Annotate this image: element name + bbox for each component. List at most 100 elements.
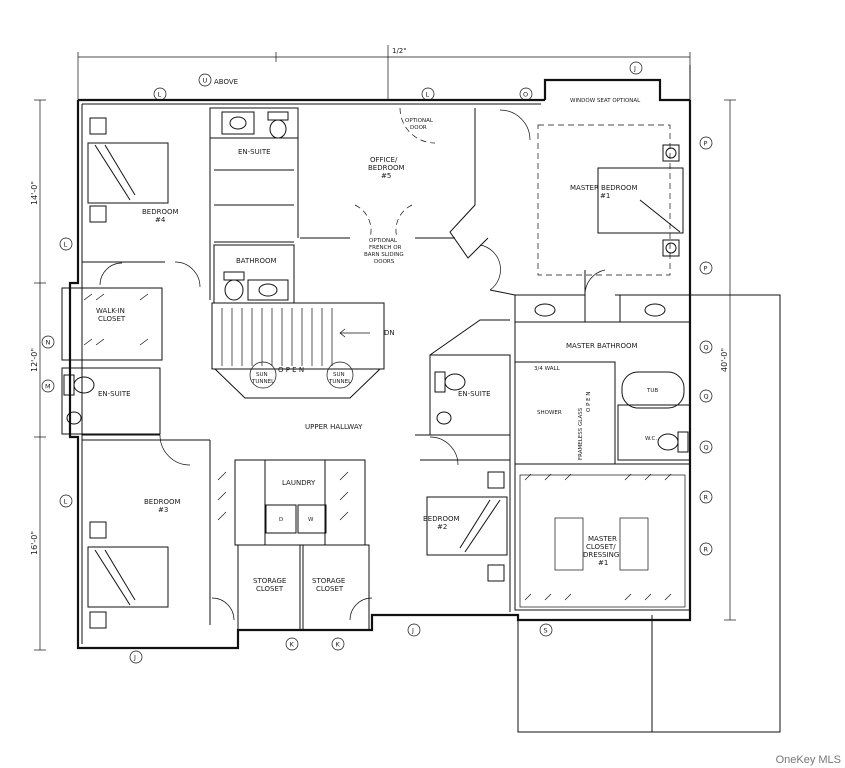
tag-q-2: Q bbox=[699, 389, 713, 403]
svg-text:M: M bbox=[45, 383, 51, 391]
master-closet-label-3: DRESSING bbox=[583, 551, 619, 559]
half-inch-label: 1/2" bbox=[392, 47, 407, 55]
svg-text:U: U bbox=[203, 77, 208, 85]
walkin-label-1: WALK-IN bbox=[96, 307, 125, 315]
en-suite-mid-label: EN-SUITE bbox=[458, 390, 491, 398]
nightstands bbox=[89, 117, 680, 629]
tag-r-1: R bbox=[699, 490, 713, 504]
dim-left-bot: 16'-0" bbox=[30, 531, 39, 555]
laundry-label: LAUNDRY bbox=[282, 479, 316, 487]
storage-a-label-1: STORAGE bbox=[253, 577, 286, 585]
master-rug-outline bbox=[537, 124, 671, 276]
labels: ABOVE 1/2" EN-SUITE OFFICE/ BEDROOM #5 O… bbox=[30, 47, 729, 593]
tag-j-top: J bbox=[629, 61, 643, 75]
door-swings bbox=[99, 107, 606, 621]
tag-m: M bbox=[41, 379, 55, 393]
tag-l-left2: L bbox=[59, 494, 73, 508]
tag-p-2: P bbox=[699, 261, 713, 275]
bedroom2-label-2: #2 bbox=[437, 523, 447, 531]
master-closet-label-2: CLOSET/ bbox=[586, 543, 616, 551]
tag-o: O bbox=[519, 87, 533, 101]
section-tags: U L L O J P P Q Q Q R R L N M L J K K J … bbox=[41, 61, 713, 664]
optional-door-2: DOOR bbox=[410, 125, 427, 131]
sun-tunnel-a-2: TUNNEL bbox=[251, 379, 275, 385]
open-vertical-label: O P E N bbox=[586, 392, 592, 412]
optional-french-1: OPTIONAL bbox=[369, 238, 398, 244]
office-label-1: OFFICE/ bbox=[370, 156, 398, 164]
dim-left-mid: 12'-0" bbox=[30, 348, 39, 372]
sun-tunnel-a-1: SUN bbox=[256, 372, 268, 378]
svg-text:S: S bbox=[544, 627, 548, 635]
svg-text:L: L bbox=[158, 91, 162, 99]
bed-icons bbox=[87, 142, 684, 608]
storage-a-label-2: CLOSET bbox=[256, 585, 284, 593]
office-label-2: BEDROOM bbox=[368, 164, 405, 172]
tag-l-left1: L bbox=[59, 237, 73, 251]
master-bathroom-label: MASTER BATHROOM bbox=[566, 342, 638, 350]
optional-french-4: DOORS bbox=[374, 259, 395, 265]
bedroom4-label-2: #4 bbox=[155, 216, 166, 224]
upper-hallway-label: UPPER HALLWAY bbox=[305, 423, 363, 431]
above-label: ABOVE bbox=[214, 78, 238, 86]
office-label-3: #5 bbox=[381, 172, 391, 180]
sun-tunnel-b-1: SUN bbox=[333, 372, 345, 378]
svg-text:P: P bbox=[704, 265, 708, 273]
tag-l-top1: L bbox=[153, 87, 167, 101]
plumbing-fixtures bbox=[63, 111, 689, 534]
master-closet-label-1: MASTER bbox=[588, 535, 617, 543]
tag-k-1: K bbox=[285, 637, 299, 651]
svg-text:Q: Q bbox=[704, 444, 709, 452]
storage-b-label-2: CLOSET bbox=[316, 585, 344, 593]
optional-french-2: FRENCH OR bbox=[369, 245, 402, 251]
svg-text:N: N bbox=[46, 339, 51, 347]
en-suite-left-label: EN-SUITE bbox=[98, 390, 131, 398]
optional-french-3: BARN SLIDING bbox=[364, 252, 404, 258]
bedroom3-label-1: BEDROOM bbox=[144, 498, 181, 506]
dn-label: DN bbox=[384, 329, 395, 337]
svg-text:L: L bbox=[426, 91, 430, 99]
bedroom3-label-2: #3 bbox=[158, 506, 168, 514]
dim-left-top: 14'-0" bbox=[30, 181, 39, 205]
bedroom4-label-1: BEDROOM bbox=[142, 208, 179, 216]
tag-r-2: R bbox=[699, 542, 713, 556]
three-quarter-wall-label: 3/4 WALL bbox=[534, 366, 561, 372]
dryer-label: D bbox=[279, 517, 283, 523]
master-bedroom-label-2: #1 bbox=[600, 192, 610, 200]
svg-text:R: R bbox=[704, 546, 709, 554]
sun-tunnel-b-2: TUNNEL bbox=[328, 379, 352, 385]
svg-text:K: K bbox=[290, 641, 295, 649]
tag-n: N bbox=[41, 335, 55, 349]
tag-j-bottom1: J bbox=[129, 650, 143, 664]
storage-b-label-1: STORAGE bbox=[312, 577, 345, 585]
master-bedroom-label-1: MASTER BEDROOM bbox=[570, 184, 638, 192]
closet-rods bbox=[83, 293, 686, 608]
tag-u: U bbox=[198, 73, 212, 87]
deck-outline bbox=[517, 65, 781, 733]
tag-j-bottom2: J bbox=[407, 623, 421, 637]
svg-text:J: J bbox=[133, 654, 136, 662]
watermark: OneKey MLS bbox=[775, 754, 841, 766]
frameless-glass-label: FRAMELESS GLASS bbox=[578, 407, 584, 460]
tag-k-2: K bbox=[331, 637, 345, 651]
interior-walls bbox=[61, 107, 691, 631]
tag-l-top2: L bbox=[421, 87, 435, 101]
svg-text:P: P bbox=[704, 140, 708, 148]
tag-s: S bbox=[539, 623, 553, 637]
svg-text:K: K bbox=[336, 641, 341, 649]
svg-text:J: J bbox=[633, 65, 636, 73]
svg-text:L: L bbox=[64, 241, 68, 249]
svg-text:Q: Q bbox=[704, 393, 709, 401]
walkin-label-2: CLOSET bbox=[98, 315, 126, 323]
tub-label: TUB bbox=[646, 388, 658, 394]
open-label: O P E N bbox=[278, 366, 304, 374]
bedroom2-label-1: BEDROOM bbox=[423, 515, 460, 523]
exterior-walls bbox=[68, 78, 692, 650]
shower-label: SHOWER bbox=[537, 410, 562, 416]
bathroom-label: BATHROOM bbox=[236, 257, 277, 265]
window-seat-label: WINDOW SEAT OPTIONAL bbox=[570, 98, 641, 104]
wc-label: W.C. bbox=[645, 436, 657, 442]
svg-text:J: J bbox=[411, 627, 414, 635]
optional-door-1: OPTIONAL bbox=[405, 118, 434, 124]
master-closet-label-4: #1 bbox=[598, 559, 608, 567]
